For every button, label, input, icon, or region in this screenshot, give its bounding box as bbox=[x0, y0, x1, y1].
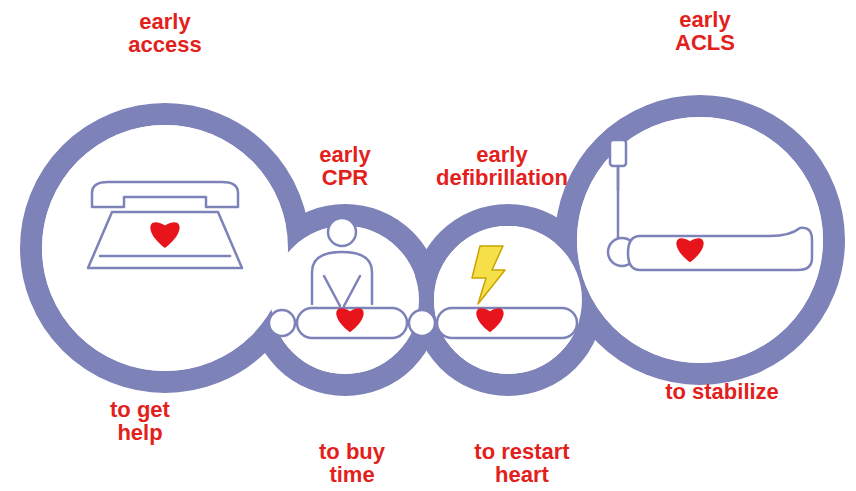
chain-ring-inner-shape bbox=[271, 226, 419, 374]
rescuer-head bbox=[328, 218, 356, 246]
chain-ring-shape bbox=[566, 106, 834, 374]
chain-ring-inner bbox=[412, 204, 604, 396]
rescuer-body bbox=[312, 252, 372, 304]
chain-ring-inner-shape bbox=[42, 125, 288, 371]
step-purpose: to restart heart bbox=[457, 440, 587, 486]
chain-ring-inner-shape bbox=[434, 226, 582, 374]
heart-symbol bbox=[150, 222, 179, 248]
iv-line bbox=[617, 166, 620, 190]
telephone-base-line bbox=[100, 255, 230, 258]
heart-symbol bbox=[476, 308, 503, 332]
iv-bag bbox=[610, 140, 626, 166]
patient-head bbox=[269, 310, 295, 336]
chain-ring-shape bbox=[260, 215, 430, 385]
telephone-base bbox=[88, 212, 242, 268]
chain-ring-inner-shape bbox=[577, 117, 823, 363]
step-heading: early ACLS bbox=[660, 8, 750, 54]
heart-symbol bbox=[676, 238, 703, 262]
step-heading: early CPR bbox=[300, 143, 390, 189]
patient-head bbox=[409, 310, 435, 336]
chain-link-circle: early defibrillationto restart heart bbox=[412, 204, 604, 396]
step-heading: early access bbox=[110, 10, 220, 56]
step-purpose: to stabilize bbox=[637, 380, 807, 403]
telephone-icon bbox=[88, 182, 242, 268]
patient-body bbox=[297, 308, 407, 338]
rescuer-arms bbox=[324, 276, 360, 306]
step-purpose: to buy time bbox=[307, 440, 397, 486]
heart-symbol bbox=[336, 308, 363, 332]
step-purpose: to get help bbox=[90, 398, 190, 444]
step-heading: early defibrillation bbox=[417, 143, 587, 189]
patient-body bbox=[437, 308, 577, 338]
